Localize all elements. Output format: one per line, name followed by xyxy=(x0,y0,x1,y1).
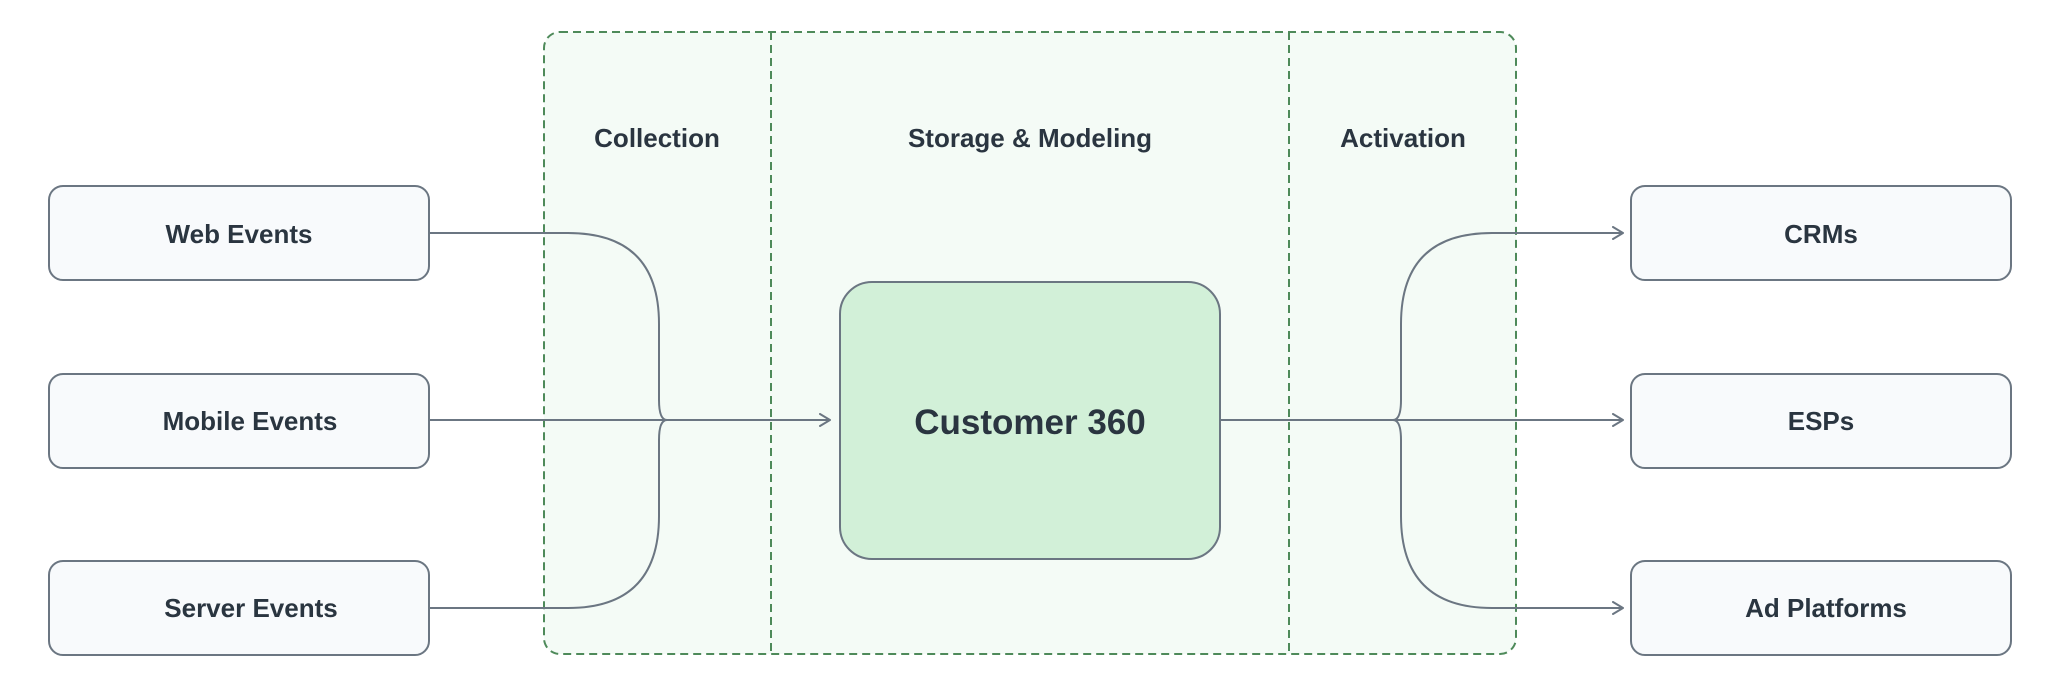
destination-node-esps: ESPs xyxy=(1630,373,2012,469)
source-label: Mobile Events xyxy=(163,406,338,436)
connector-to-crms xyxy=(1392,226,1624,421)
destination-label: ESPs xyxy=(1788,406,1855,436)
destination-node-ad-platforms: Ad Platforms xyxy=(1630,560,2012,656)
source-node-server-events: Server Events xyxy=(48,560,430,656)
connector-server-events xyxy=(429,419,668,609)
destination-connectors xyxy=(1220,226,1624,615)
hub-node-customer-360: Customer 360 xyxy=(839,281,1221,560)
destination-node-crms: CRMs xyxy=(1630,185,2012,281)
connector-to-ad-platforms xyxy=(1392,419,1624,615)
source-node-web-events: Web Events xyxy=(48,185,430,281)
hub-label: Customer 360 xyxy=(914,403,1145,442)
source-label: Server Events xyxy=(164,593,337,623)
destination-label: Ad Platforms xyxy=(1745,593,1907,623)
stage-title-collection: Collection xyxy=(594,123,720,153)
connector-web-events xyxy=(429,232,668,421)
stage-title-storage: Storage & Modeling xyxy=(908,123,1152,153)
source-label: Web Events xyxy=(166,219,313,249)
destination-label: CRMs xyxy=(1784,219,1858,249)
stage-title-activation: Activation xyxy=(1340,123,1466,153)
source-node-mobile-events: Mobile Events xyxy=(48,373,430,469)
source-connectors xyxy=(429,232,831,609)
